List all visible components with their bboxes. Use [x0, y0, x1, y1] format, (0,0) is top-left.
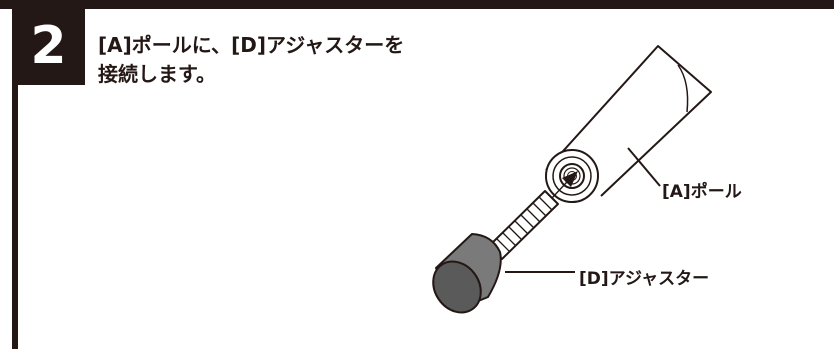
- adjuster-illustration: [432, 190, 559, 314]
- leader-lines: [505, 147, 661, 273]
- label-adjuster: [D]アジャスター: [579, 269, 710, 289]
- instruction-line-1: [A]ポールに、[D]アジャスターを: [98, 33, 405, 57]
- instruction-line-2: 接続します。: [98, 62, 216, 86]
- frame-left-border: [12, 0, 18, 349]
- step-number-badge: 2: [12, 0, 85, 85]
- step-instruction: [A]ポールに、[D]アジャスターを 接続します。: [98, 31, 518, 89]
- frame-top-border: [0, 0, 834, 9]
- label-pole: [A]ポール: [662, 182, 742, 202]
- arrow-icon: [551, 171, 578, 199]
- step-number: 2: [30, 15, 67, 76]
